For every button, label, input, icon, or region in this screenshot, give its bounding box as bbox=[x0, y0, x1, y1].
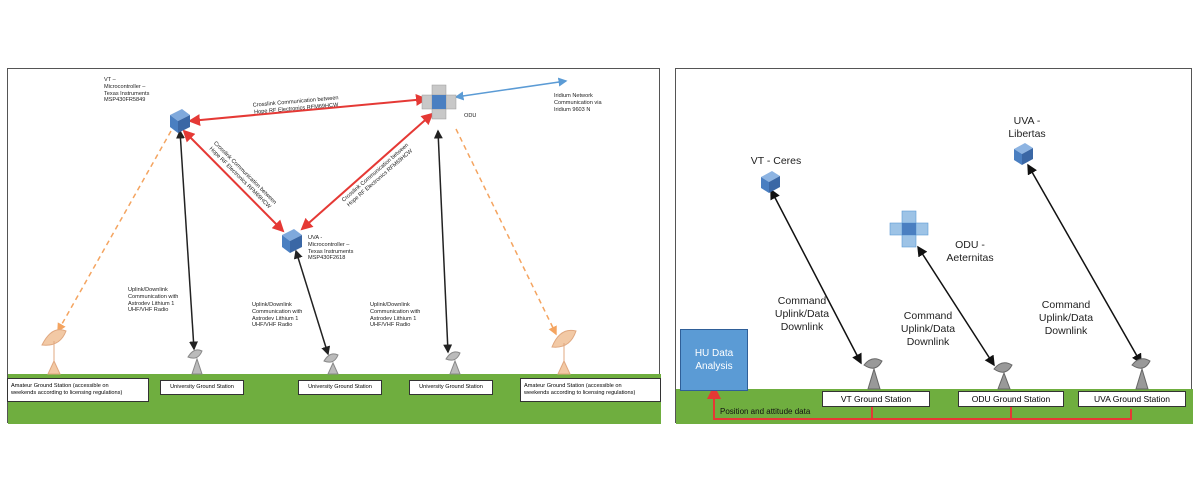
uplink-vt-label: Uplink/Downlink Communication with Astro… bbox=[128, 287, 179, 314]
uva-ground-station: UVA Ground Station bbox=[1078, 391, 1186, 407]
uva-satellite-icon bbox=[282, 229, 302, 253]
ground-station-amateur-right: Amateur Ground Station (accessible on we… bbox=[520, 378, 661, 402]
odu-aeternitas-satellite-icon bbox=[889, 210, 929, 248]
iridium-label: Iridium Network Communication via Iridiu… bbox=[554, 93, 602, 113]
amateur-dish-right-icon bbox=[551, 329, 577, 375]
odu-aeternitas-label: ODU - Aeternitas bbox=[946, 239, 994, 264]
iridium-link bbox=[454, 77, 568, 101]
vt-ground-station: VT Ground Station bbox=[822, 391, 930, 407]
vt-ceres-satellite-icon bbox=[761, 171, 780, 193]
uva-libertas-satellite-icon bbox=[1014, 143, 1033, 165]
left-diagram-panel: VT – Microcontroller – Texas Instruments… bbox=[7, 68, 661, 424]
crosslink-vt-odu bbox=[188, 93, 428, 127]
vt-dish-icon bbox=[863, 358, 883, 390]
ground-station-university-3: University Ground Station bbox=[409, 380, 493, 395]
amateur-dish-left-icon bbox=[41, 329, 67, 375]
link-uva-label: Command Uplink/Data Downlink bbox=[1038, 299, 1094, 337]
uplink-vt bbox=[175, 129, 199, 351]
link-odu-label: Command Uplink/Data Downlink bbox=[900, 310, 956, 348]
amateur-link-left bbox=[57, 130, 172, 333]
ground-station-amateur-left: Amateur Ground Station (accessible on we… bbox=[7, 378, 149, 402]
crosslink-odu-uva bbox=[300, 112, 434, 231]
ground-station-university-1: University Ground Station bbox=[160, 380, 244, 395]
uni-dish-2-icon bbox=[323, 353, 339, 375]
uni-dish-1-icon bbox=[187, 349, 203, 375]
link-odu bbox=[917, 245, 995, 367]
uva-libertas-label: UVA - Libertas bbox=[1008, 115, 1046, 140]
position-data-line bbox=[707, 385, 1132, 420]
odu-satellite-icon bbox=[421, 84, 457, 120]
right-diagram-panel: VT - Ceres UVA - Libertas ODU - Aeternit… bbox=[675, 68, 1193, 424]
link-vt-label: Command Uplink/Data Downlink bbox=[774, 295, 830, 333]
hu-data-analysis-box: HU Data Analysis bbox=[680, 329, 748, 391]
odu-label: ODU bbox=[464, 113, 477, 119]
position-attitude-label: Position and attitude data bbox=[720, 407, 811, 416]
uplink-uva bbox=[293, 249, 331, 356]
crosslink-vt-uva bbox=[182, 129, 285, 233]
vt-satellite-icon bbox=[170, 109, 190, 133]
uplink-odu bbox=[433, 129, 453, 354]
vt-label: VT – Microcontroller – Texas Instruments… bbox=[104, 77, 150, 104]
uni-dish-3-icon bbox=[445, 351, 461, 375]
ground-station-university-2: University Ground Station bbox=[298, 380, 382, 395]
odu-dish-icon bbox=[993, 362, 1013, 390]
uplink-uva-label: Uplink/Downlink Communication with Astro… bbox=[252, 302, 303, 329]
uva-label: UVA - Microcontroller – Texas Instrument… bbox=[308, 235, 354, 262]
odu-ground-station: ODU Ground Station bbox=[958, 391, 1064, 407]
amateur-link-right bbox=[455, 128, 557, 336]
uva-dish-icon bbox=[1131, 358, 1151, 390]
link-vt bbox=[770, 188, 862, 365]
vt-ceres-label: VT - Ceres bbox=[750, 155, 802, 167]
uplink-odu-label: Uplink/Downlink Communication with Astro… bbox=[370, 302, 421, 329]
link-uva bbox=[1027, 163, 1142, 365]
